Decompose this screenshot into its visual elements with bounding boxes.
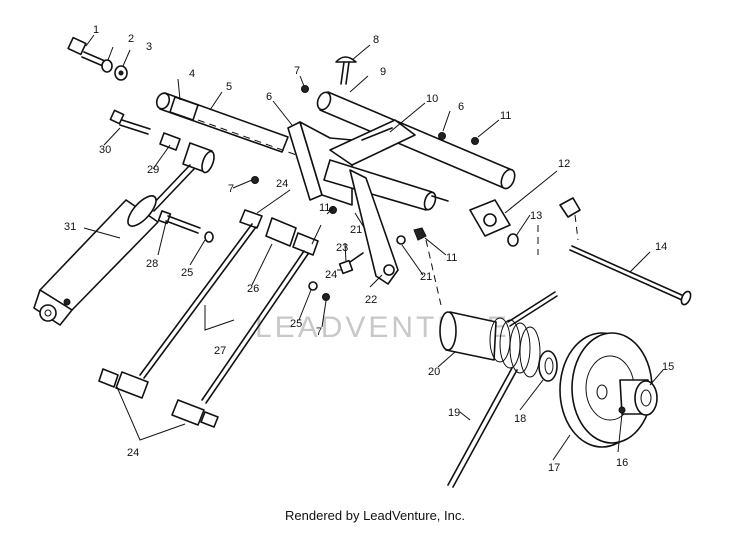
nut-part-11-lower	[413, 227, 427, 241]
callout-6-left: 6	[266, 91, 272, 103]
callout-12: 12	[558, 158, 570, 170]
washer-part-18	[538, 350, 558, 382]
callout-5: 5	[226, 81, 232, 93]
pulley-part-17	[559, 332, 653, 448]
callout-7-upper: 7	[294, 65, 300, 77]
spacer-part-12	[469, 199, 511, 237]
callout-11-center: 11	[319, 202, 330, 214]
callout-7-left: 7	[228, 183, 234, 195]
spring-part-20	[439, 291, 558, 378]
bushing-part-24-upper	[239, 209, 263, 229]
callout-3: 3	[146, 41, 152, 53]
callout-16: 16	[616, 457, 628, 469]
bushing-part-24-lower-left	[98, 368, 149, 399]
pivot-plate-part-10	[329, 119, 416, 166]
washer-hole	[118, 70, 124, 76]
callout-14: 14	[655, 241, 667, 253]
callout-29: 29	[147, 164, 159, 176]
link-rod-part-27-right	[201, 250, 309, 404]
callout-26: 26	[247, 283, 259, 295]
callout-numbers: 1 2 3 4 5 6 7 8 9 10 6 11 12 13 14 15 16…	[64, 24, 674, 474]
callout-31: 31	[64, 221, 76, 233]
washer-part-13	[507, 233, 519, 247]
callout-28: 28	[146, 258, 158, 270]
callout-22: 22	[365, 294, 377, 306]
washer-part-25-left	[204, 231, 214, 243]
callout-19: 19	[448, 407, 460, 419]
callout-2: 2	[128, 33, 134, 45]
callout-17: 17	[548, 462, 560, 474]
callout-9: 9	[380, 66, 386, 78]
nut-part-11-center	[329, 206, 337, 214]
callout-18: 18	[514, 413, 526, 425]
callout-25-left: 25	[181, 267, 193, 279]
wire-part-19	[447, 367, 518, 488]
bushing-part-15	[619, 379, 658, 416]
callout-10: 10	[426, 93, 438, 105]
bushing-part-24-right	[292, 232, 319, 256]
callout-20: 20	[428, 366, 440, 378]
bolt-part-30	[109, 109, 151, 135]
shock-absorber-part-31	[33, 164, 195, 326]
bolt-part-23	[338, 252, 364, 275]
leader-lines	[83, 34, 664, 461]
nut-part-7-left	[251, 176, 259, 184]
callout-8: 8	[373, 34, 379, 46]
callout-bracket-27	[204, 305, 235, 331]
bushing-part-24-lower-right	[171, 399, 219, 428]
callout-21-right: 21	[420, 271, 432, 283]
bushing-part-29	[182, 142, 215, 174]
nut-part-7-lower	[322, 293, 330, 301]
callout-15: 15	[662, 361, 674, 373]
bolt-part-1	[67, 36, 106, 67]
sleeve-part-4	[169, 96, 199, 121]
bushing-part-29-small	[159, 132, 181, 151]
callout-24-upper: 24	[276, 178, 288, 190]
callout-24-lower: 24	[127, 447, 139, 459]
callout-30: 30	[99, 144, 111, 156]
bolt-part-28	[157, 210, 201, 234]
callout-4: 4	[189, 68, 195, 80]
callout-27: 27	[214, 345, 226, 357]
nut-part-6-right	[438, 132, 446, 140]
clip-part-13	[559, 197, 581, 218]
bushing-part-26	[265, 217, 297, 247]
washer-part-25-right	[308, 281, 318, 291]
callout-11-right: 11	[500, 110, 511, 122]
callout-11-lower: 11	[446, 252, 457, 264]
callout-24-center: 24	[325, 269, 337, 281]
callout-23: 23	[336, 242, 348, 254]
callout-21-left: 21	[350, 224, 362, 236]
washer-part-2	[101, 59, 113, 73]
callout-1: 1	[93, 24, 99, 36]
nut-part-11-right	[471, 137, 479, 145]
link-rod-part-27-left	[139, 223, 257, 379]
idler-arm-part-22	[349, 169, 399, 285]
callout-bracket-24	[116, 386, 186, 441]
callout-13: 13	[530, 210, 542, 222]
rod-part-14	[569, 245, 692, 306]
carriage-bolt-part-8	[335, 56, 357, 85]
pivot-tube-part-9	[316, 91, 516, 190]
cross-shaft	[323, 159, 449, 211]
callout-25-right: 25	[290, 318, 302, 330]
callout-7-lower: 7	[316, 326, 322, 338]
washer-part-21	[396, 235, 406, 245]
footer-text: Rendered by LeadVenture, Inc.	[285, 508, 465, 523]
bearing-part-16	[618, 406, 626, 414]
callout-6-right: 6	[458, 101, 464, 113]
nut-part-7-upper	[301, 85, 309, 93]
